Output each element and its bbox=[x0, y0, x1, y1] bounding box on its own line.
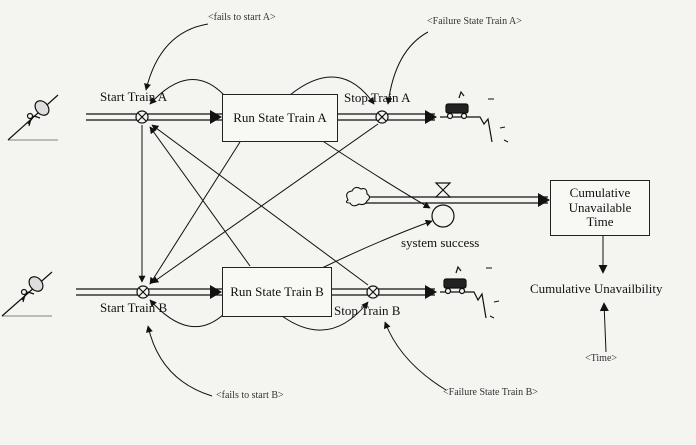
label-stop-train-a[interactable]: Stop Train A bbox=[344, 90, 411, 105]
valve-start-a bbox=[135, 110, 149, 124]
sink-icon-a bbox=[440, 90, 509, 143]
source-icon-a bbox=[7, 94, 59, 141]
stock-run-state-train-b-label: Run State Train B bbox=[230, 283, 324, 299]
label-fails-to-start-b[interactable]: <fails to start B> bbox=[216, 390, 284, 401]
valves bbox=[135, 110, 389, 299]
flow-arrowheads bbox=[210, 110, 550, 299]
label-failure-state-train-a[interactable]: <Failure State Train A> bbox=[427, 16, 522, 27]
label-system-success[interactable]: system success bbox=[401, 235, 480, 250]
label-stop-train-b[interactable]: Stop Train B bbox=[334, 303, 401, 318]
cloud-source bbox=[345, 186, 371, 207]
stock-run-state-train-a-label: Run State Train A bbox=[233, 109, 327, 125]
valve-stop-b bbox=[366, 285, 380, 299]
sink-icon-b bbox=[440, 265, 500, 319]
flow-pipes bbox=[76, 113, 548, 296]
source-icon-b bbox=[1, 271, 53, 317]
label-cumulative-unavailability[interactable]: Cumulative Unavailbility bbox=[530, 281, 663, 296]
label-start-train-b[interactable]: Start Train B bbox=[100, 300, 168, 315]
label-start-train-a[interactable]: Start Train A bbox=[100, 89, 168, 104]
causal-links bbox=[138, 23, 609, 397]
stock-run-state-train-b[interactable]: Run State Train B bbox=[222, 267, 332, 317]
valve-start-b bbox=[136, 285, 150, 299]
label-failure-state-train-b[interactable]: <Failure State Train B> bbox=[443, 387, 538, 398]
valve-system-success bbox=[431, 182, 455, 228]
valve-stop-a bbox=[375, 110, 389, 124]
stock-cumulative-unavailable-time-label: Cumulative Unavailable Time bbox=[568, 184, 632, 230]
label-time[interactable]: <Time> bbox=[585, 353, 618, 364]
label-fails-to-start-a[interactable]: <fails to start A> bbox=[208, 12, 276, 23]
stock-cumulative-unavailable-time[interactable]: Cumulative Unavailable Time bbox=[550, 180, 650, 236]
stock-run-state-train-a[interactable]: Run State Train A bbox=[222, 94, 338, 142]
